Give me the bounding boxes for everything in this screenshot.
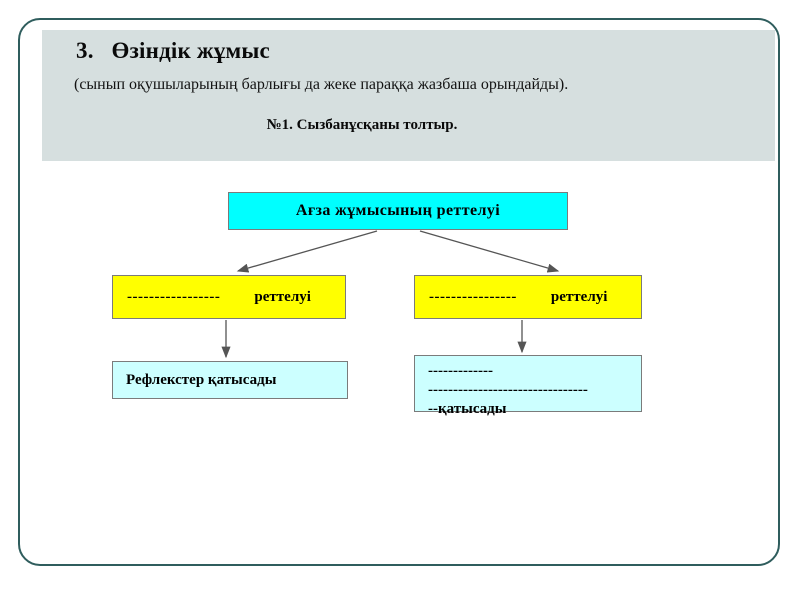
header-band: 3. Өзіндік жұмыс (сынып оқушыларының бар… [42,30,775,161]
task-subtitle: (сынып оқушыларының барлығы да жеке пара… [74,76,569,93]
diagram-node-left-leaf[interactable]: Рефлекстер қатысады [112,361,348,399]
diagram-node-root[interactable]: Ағза жұмысының реттелуі [228,192,568,230]
arrow-root-to-right-mid [419,230,560,273]
diagram-node-right-mid[interactable]: ---------------- реттелуі [414,275,642,319]
right-mid-label: реттелуі [550,288,608,305]
page-title: 3. Өзіндік жұмыс [76,38,270,63]
right-leaf-line-3: --қатысады [428,401,507,417]
right-mid-blank: ---------------- [429,288,517,305]
left-leaf-label: Рефлекстер қатысады [126,371,277,388]
left-mid-blank: ----------------- [127,288,221,305]
diagram-node-left-mid[interactable]: ----------------- реттелуі [112,275,346,319]
diagram-node-right-leaf[interactable]: ------------- --------------------------… [414,355,642,417]
left-mid-label: реттелуі [254,288,311,305]
arrow-root-to-left-mid [236,230,378,273]
right-leaf-line-2: -------------------------------- [428,382,588,398]
right-leaf-line-1: ------------- [428,363,493,379]
task-instruction: №1. Сызбанұсқаны толтыр. [266,117,458,133]
diagram-node-root-label: Ағза жұмысының реттелуі [295,202,501,219]
